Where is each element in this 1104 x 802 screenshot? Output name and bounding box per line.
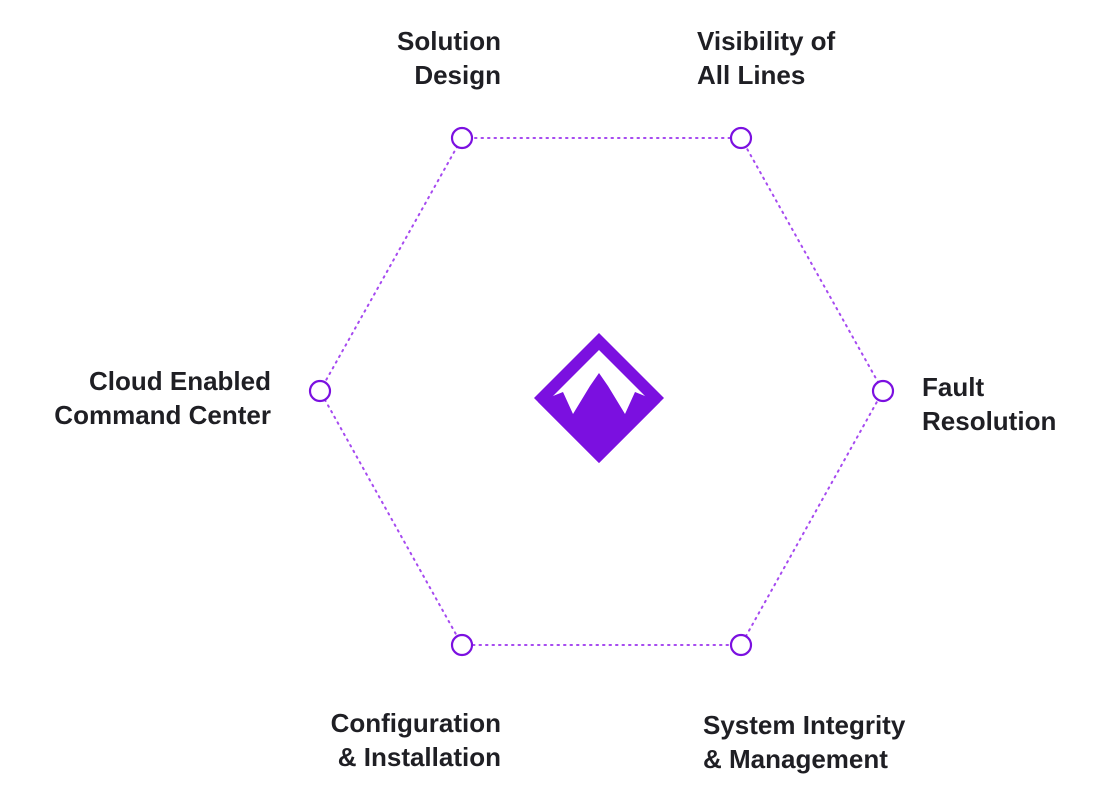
hexagon-connectors (319, 137, 884, 646)
crown-icon (538, 373, 660, 463)
center-logo (534, 333, 664, 463)
label-line: Solution (397, 26, 501, 56)
label-line: Cloud Enabled (89, 366, 271, 396)
label-line: Design (414, 60, 501, 90)
node-circle-visibility (729, 126, 753, 150)
node-label-configuration: Configuration & Installation (331, 706, 501, 774)
label-line: System Integrity (703, 710, 906, 740)
connector-line (740, 390, 884, 646)
node-label-system-integrity: System Integrity & Management (703, 708, 905, 776)
connector-line (740, 137, 884, 392)
label-line: Resolution (922, 406, 1057, 436)
node-label-solution-design: Solution Design (397, 24, 501, 92)
node-label-cloud-command: Cloud Enabled Command Center (54, 364, 271, 432)
node-label-fault-resolution: Fault Resolution (922, 370, 1056, 438)
label-line: Fault (922, 372, 985, 402)
node-label-visibility: Visibility of All Lines (697, 24, 835, 92)
label-line: Command Center (54, 400, 271, 430)
node-circle-cloud-command (308, 379, 332, 403)
node-circle-solution-design (450, 126, 474, 150)
node-circle-system-integrity (729, 633, 753, 657)
hexagon-nodes (308, 126, 895, 657)
node-circle-fault-resolution (871, 379, 895, 403)
label-line: Configuration (330, 708, 501, 738)
connector-line (319, 390, 463, 646)
label-line: All Lines (697, 60, 806, 90)
connector-line (319, 137, 463, 392)
label-line: & Installation (337, 742, 501, 772)
node-circle-configuration (450, 633, 474, 657)
label-line: & Management (703, 744, 888, 774)
label-line: Visibility of (697, 26, 836, 56)
